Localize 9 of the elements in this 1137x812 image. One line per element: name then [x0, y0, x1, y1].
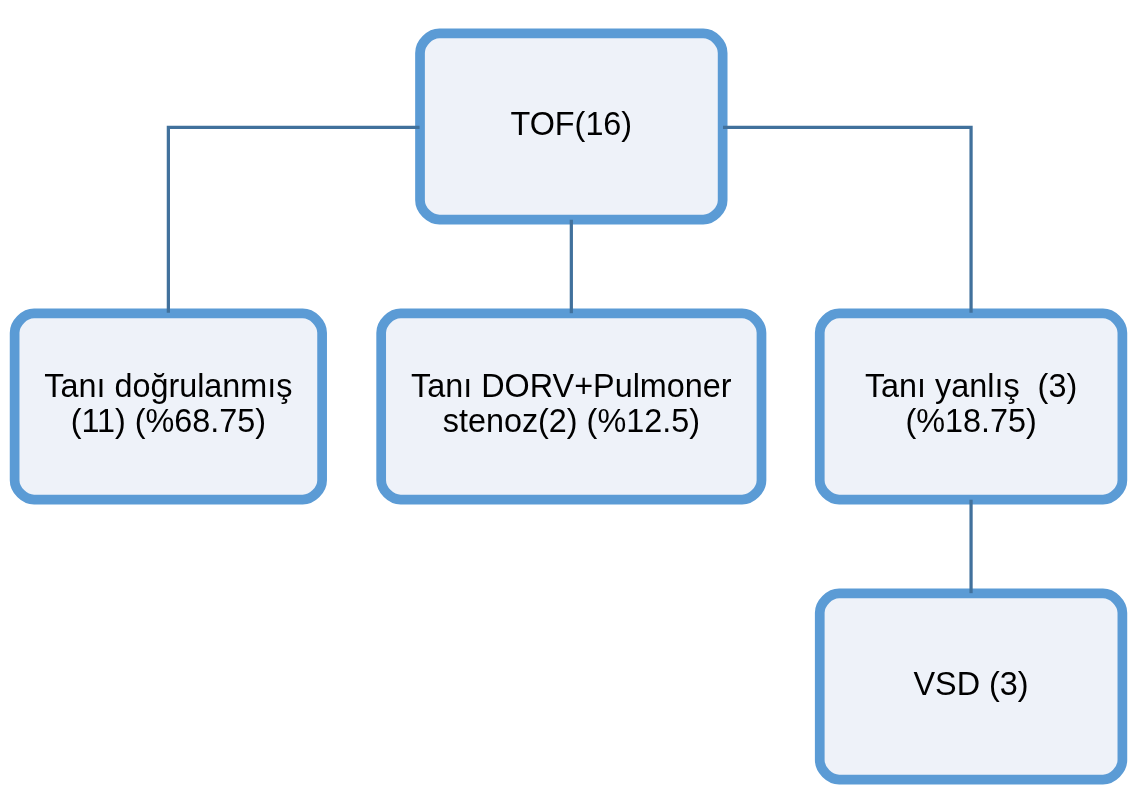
node-box: Tanı DORV+Pulmoner stenoz(2) (%12.5) [376, 308, 767, 504]
connector [969, 499, 973, 593]
node-box: VSD (3) [814, 588, 1128, 784]
connector [166, 125, 420, 313]
connector [569, 219, 573, 313]
connector [723, 125, 973, 313]
node-box: TOF(16) [415, 28, 728, 224]
node-box: Tanı doğrulanmış (11) (%68.75) [9, 308, 327, 504]
node-box: Tanı yanlış (3) (%18.75) [814, 308, 1128, 504]
